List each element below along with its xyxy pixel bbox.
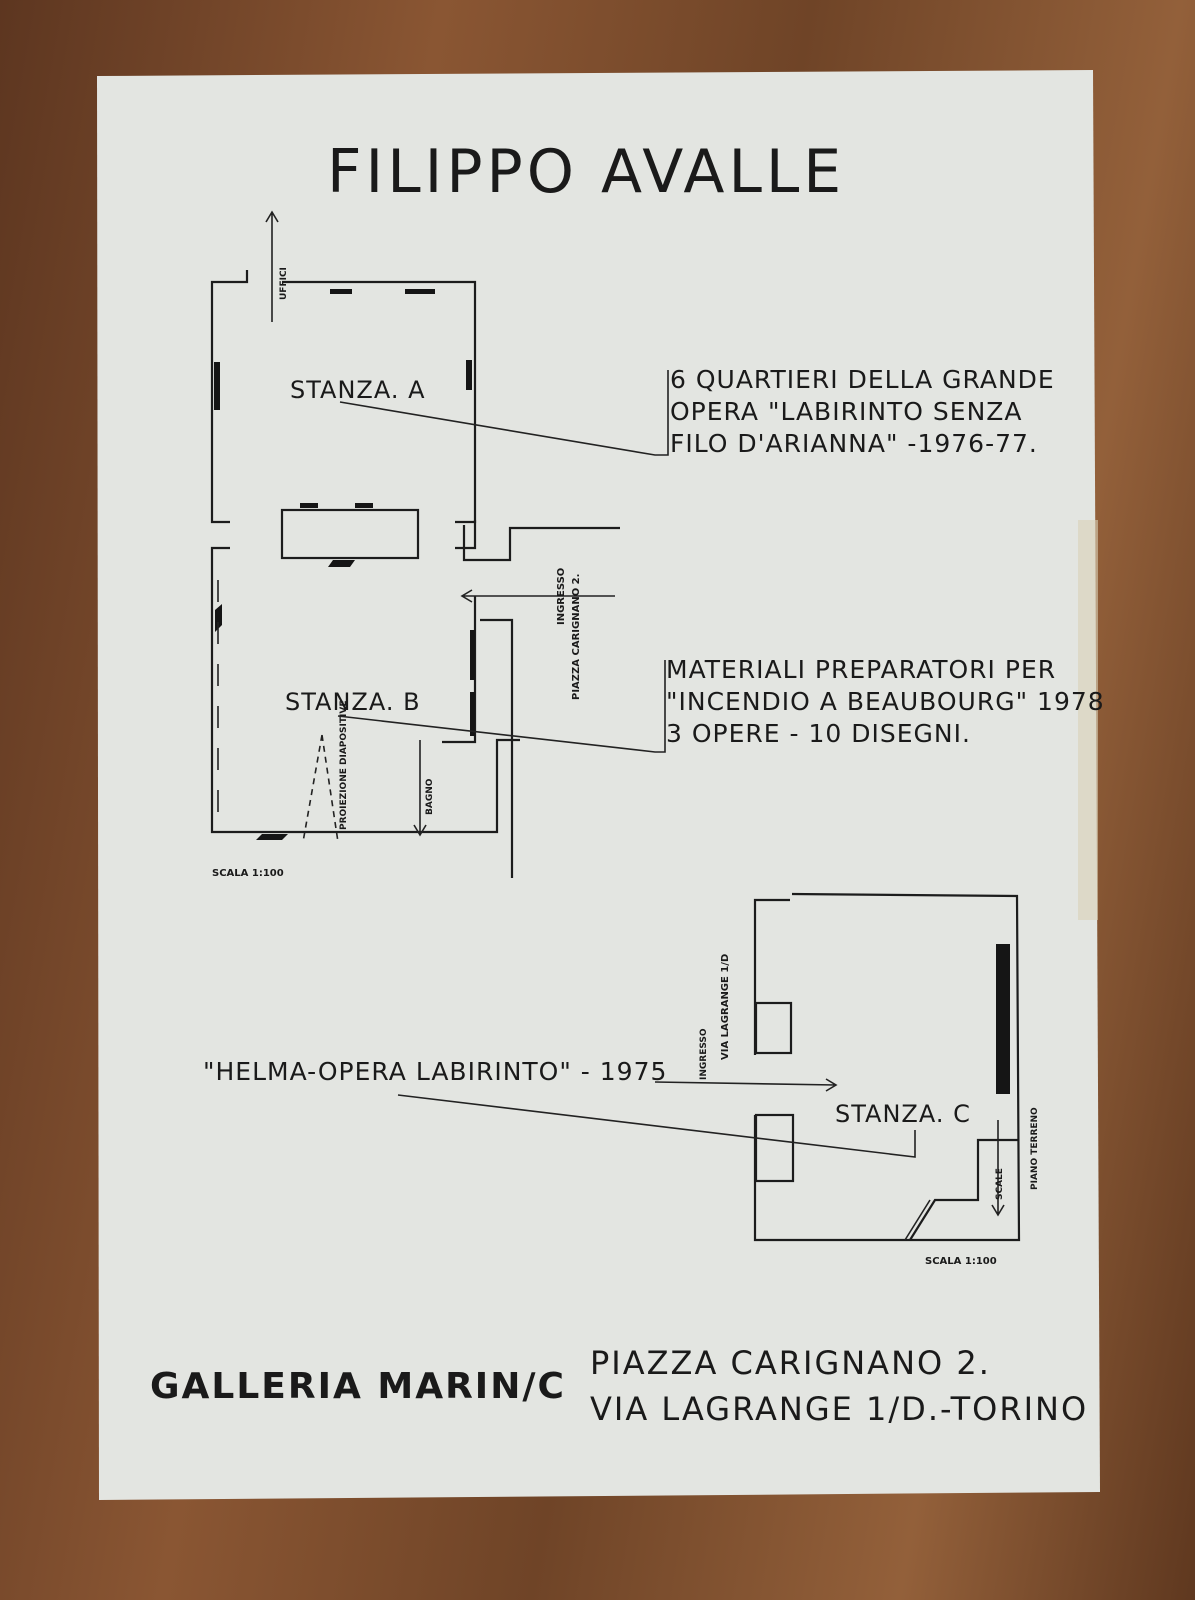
stairs-label: SCALE — [995, 1168, 1005, 1200]
svg-text:3 OPERE - 10 DISEGNI.: 3 OPERE - 10 DISEGNI. — [666, 719, 971, 748]
entrance-address-label-lower: VIA LAGRANGE 1/D — [720, 954, 731, 1060]
paper-stain — [1078, 520, 1098, 920]
paper-sheet — [97, 70, 1100, 1500]
slides-label: PROIEZIONE DIAPOSITIVE — [339, 701, 349, 830]
note-a: 6 QUARTIERI DELLA GRANDE OPERA "LABIRINT… — [670, 365, 1055, 458]
svg-text:MATERIALI PREPARATORI PER: MATERIALI PREPARATORI PER — [666, 655, 1056, 684]
floor-label: PIANO TERRENO — [1030, 1107, 1040, 1190]
floor-plan-lower: STANZA. C INGRESSO VIA LAGRANGE 1/D SCAL… — [397, 892, 1040, 1267]
entrance-label: INGRESSO — [556, 568, 567, 625]
svg-text:6 QUARTIERI DELLA GRANDE: 6 QUARTIERI DELLA GRANDE — [670, 365, 1055, 394]
svg-text:FILO D'ARIANNA" -1976-77.: FILO D'ARIANNA" -1976-77. — [670, 429, 1038, 458]
uffici-label: UFFICI — [279, 267, 289, 300]
svg-text:OPERA "LABIRINTO SENZA: OPERA "LABIRINTO SENZA — [670, 397, 1023, 426]
note-c: "HELMA-OPERA LABIRINTO" - 1975 — [203, 1057, 667, 1086]
room-c-label: STANZA. C — [835, 1100, 971, 1128]
floor-plan-upper: STANZA. A STANZA. B UFFICI INGRESSO PIAZ… — [210, 210, 669, 879]
page-title: FILIPPO AVALLE — [327, 137, 845, 207]
svg-text:"INCENDIO A BEAUBOURG" 1978: "INCENDIO A BEAUBOURG" 1978 — [666, 687, 1105, 716]
entrance-address-label: PIAZZA CARIGNANO 2. — [571, 574, 582, 700]
room-b-label: STANZA. B — [285, 688, 421, 716]
scale-label-upper: SCALA 1:100 — [212, 868, 284, 879]
address-line-2: VIA LAGRANGE 1/D.-TORINO — [590, 1390, 1088, 1428]
scale-label-lower: SCALA 1:100 — [925, 1256, 997, 1267]
note-b: MATERIALI PREPARATORI PER "INCENDIO A BE… — [666, 655, 1105, 748]
room-a-label: STANZA. A — [290, 376, 426, 404]
entrance-label-lower: INGRESSO — [699, 1028, 709, 1080]
bathroom-label: BAGNO — [425, 778, 435, 815]
gallery-name: GALLERIA MARIN/C — [150, 1366, 566, 1407]
address-line-1: PIAZZA CARIGNANO 2. — [590, 1344, 991, 1382]
